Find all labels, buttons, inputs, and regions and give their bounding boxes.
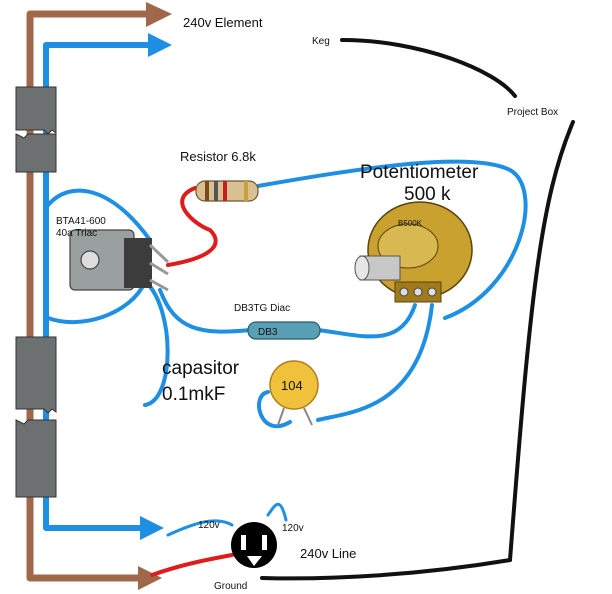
triac — [69, 229, 170, 292]
label-capacitor: capasitor — [162, 358, 240, 379]
brown-arrow-bottom-icon — [138, 566, 162, 590]
label-potentiometer-value: 500 k — [404, 184, 451, 205]
terminal-blocks — [15, 86, 57, 498]
diac: DB3 — [247, 321, 321, 340]
black-line-wires-thin — [166, 502, 288, 537]
label-keg: Keg — [312, 36, 330, 47]
brown-arrow-top-icon — [146, 2, 172, 27]
label-resistor: Resistor 6.8k — [180, 149, 256, 164]
label-triac-rating: 40a Triac — [56, 228, 97, 239]
capacitor: 104 — [269, 360, 319, 426]
blue-wire — [43, 33, 172, 540]
label-potentiometer: Potentiometer — [360, 162, 479, 183]
black-wiring — [260, 38, 575, 581]
label-240v-line: 240v Line — [300, 546, 356, 561]
label-hot-right: 120v — [282, 523, 304, 534]
blue-arrow-top-icon — [148, 33, 172, 57]
resistor — [195, 180, 259, 202]
brown-wire — [26, 2, 172, 590]
control-wiring — [46, 159, 528, 429]
pot-marking: B500K — [398, 219, 423, 228]
label-ground: Ground — [214, 581, 247, 592]
label-element: 240v Element — [183, 15, 263, 30]
plug-icon — [231, 522, 277, 568]
blue-arrow-bottom-icon — [140, 516, 164, 540]
capacitor-marking: 104 — [281, 378, 303, 393]
label-hot-left: 120v — [198, 520, 220, 531]
red-wiring — [150, 186, 234, 577]
label-diac: DB3TG Diac — [234, 303, 290, 314]
label-capacitor-value: 0.1mkF — [162, 384, 225, 405]
label-project-box: Project Box — [507, 107, 558, 118]
label-triac-model: BTA41-600 — [56, 216, 106, 227]
potentiometer: B500K — [354, 201, 473, 303]
diac-marking: DB3 — [258, 327, 278, 338]
